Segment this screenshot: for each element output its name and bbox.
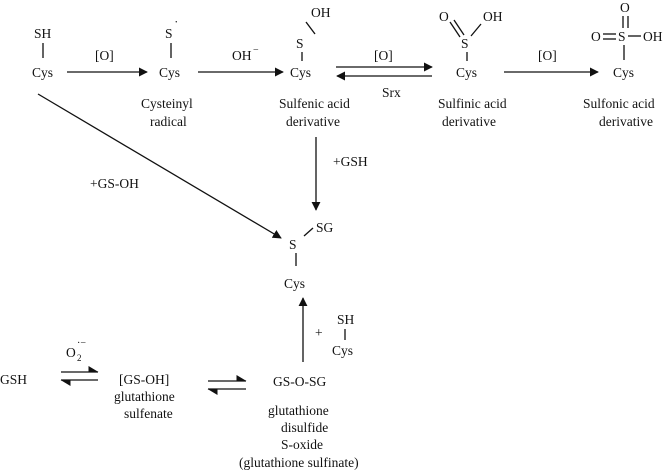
cysteine-thiol: SH Cys: [32, 26, 53, 80]
label-cys: Cys: [613, 65, 634, 80]
atom-o-top: O: [620, 0, 630, 15]
arrow-line: [37, 93, 282, 239]
bond-s-sg: [303, 227, 314, 237]
name-line-1: Sulfonic acid: [583, 96, 655, 111]
equilibrium-disulfide-oxide: [207, 375, 247, 395]
atom-s: S: [289, 237, 297, 252]
glutathione-sulfenate: [GS-OH] glutathione sulfenate: [114, 372, 175, 421]
atom-s-radical: S: [165, 26, 173, 41]
equilibrium-superoxide: O 2 ·−: [60, 338, 99, 386]
label-cys: Cys: [32, 65, 53, 80]
label-cys: Cys: [332, 343, 353, 358]
reagent-oxidation: [O]: [374, 48, 393, 63]
bond-double-1: [449, 21, 461, 38]
reagent-plus-gs-oh: +GS-OH: [90, 176, 139, 191]
label-gsh: GSH: [0, 372, 27, 387]
superoxide-charge: ·−: [77, 338, 86, 349]
bond-double-2: [453, 19, 465, 36]
arrow-hydroxide: OH −: [198, 45, 284, 77]
label-cys: Cys: [456, 65, 477, 80]
label-cys: Cys: [290, 65, 311, 80]
reagent-oxidation: [O]: [95, 48, 114, 63]
name-line-5: (glutathione sulfinate): [239, 455, 359, 470]
reagent-oxidation: [O]: [538, 48, 557, 63]
bond-s-oh: [470, 23, 482, 37]
atom-sh: SH: [337, 312, 355, 327]
name-line-1: GS-O-SG: [273, 374, 327, 389]
atom-sg: SG: [316, 220, 334, 235]
reagent-superoxide: O: [66, 345, 76, 360]
enzyme-srx: Srx: [382, 85, 401, 100]
hydroxide-charge: −: [253, 45, 259, 56]
sulfinic-acid-derivative: O OH S Cys Sulfinic acid derivative: [438, 9, 507, 129]
name-line-1: Sulfenic acid: [279, 96, 350, 111]
atom-s: S: [461, 36, 469, 51]
sulfonic-acid-derivative: O O S OH Cys Sulfonic acid derivative: [583, 0, 663, 129]
name-line-1: Cysteinyl: [141, 96, 193, 111]
name-line-2: glutathione: [114, 389, 175, 404]
name-line-4: S-oxide: [281, 437, 323, 452]
arrow-oxidation-srx: [O] Srx: [336, 48, 433, 100]
atom-oh: OH: [483, 9, 503, 24]
bond-s-oh: [305, 21, 316, 35]
name-line-2: derivative: [286, 114, 340, 129]
label-cys: Cys: [159, 65, 180, 80]
name-line-1: Sulfinic acid: [438, 96, 507, 111]
sulfenic-acid-derivative: OH S Cys Sulfenic acid derivative: [279, 5, 350, 129]
atom-s: S: [296, 36, 304, 51]
radical-dot: ˙: [174, 18, 179, 33]
name-line-3: sulfenate: [124, 406, 173, 421]
atom-o-left: O: [591, 29, 601, 44]
name-line-2: derivative: [442, 114, 496, 129]
label-cys: Cys: [284, 276, 305, 291]
arrow-plus-gsh: +GSH: [311, 137, 368, 211]
name-line-2: radical: [150, 114, 187, 129]
glutathione-sulfinate: GS-O-SG glutathione disulfide S-oxide (g…: [239, 374, 359, 470]
atom-oh: OH: [643, 29, 663, 44]
name-line-2: derivative: [599, 114, 653, 129]
name-line-3: disulfide: [281, 420, 328, 435]
plus-sign: +: [315, 325, 323, 340]
arrow-from-glutathione-sulfinate: + SH Cys: [298, 297, 355, 362]
atom-o: O: [439, 9, 449, 24]
name-line-1: [GS-OH]: [119, 372, 169, 387]
gsh-species: GSH: [0, 372, 27, 387]
name-line-2: glutathione: [268, 403, 329, 418]
s-glutathionylated-cysteine: SG S Cys: [284, 220, 334, 291]
cysteinyl-radical: S ˙ Cys Cysteinyl radical: [141, 18, 193, 129]
reagent-hydroxide: OH: [232, 48, 252, 63]
reagent-plus-gsh: +GSH: [333, 154, 368, 169]
atom-oh: OH: [311, 5, 331, 20]
arrow-plus-gs-oh: +GS-OH: [37, 93, 282, 239]
superoxide-subscript: 2: [77, 353, 82, 363]
atom-sh: SH: [34, 26, 52, 41]
arrow-oxidation-3: [O]: [504, 48, 599, 77]
arrow-oxidation-1: [O]: [67, 48, 148, 77]
atom-s: S: [618, 29, 626, 44]
